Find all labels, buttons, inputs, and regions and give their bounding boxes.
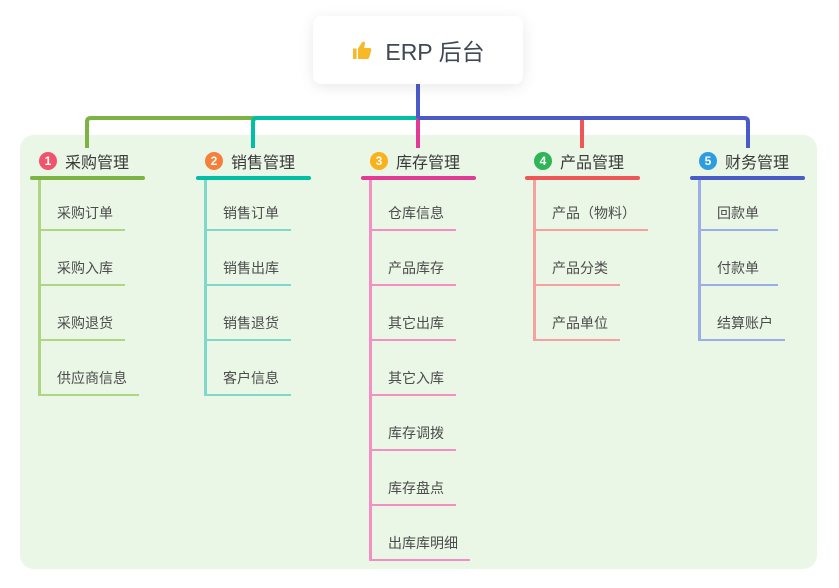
child-connector-line: [533, 180, 536, 341]
child-node[interactable]: 产品库存: [369, 257, 456, 286]
branch-title-label: 采购管理: [65, 155, 130, 172]
branch-underline: [196, 176, 311, 180]
child-node[interactable]: 客户信息: [204, 367, 291, 396]
child-node[interactable]: 出库库明细: [369, 532, 470, 561]
branch-number-badge: 3: [370, 152, 388, 170]
child-node[interactable]: 采购订单: [38, 202, 125, 231]
child-connector-line: [369, 180, 372, 561]
branch-number-badge: 2: [205, 152, 223, 170]
branch-title-label: 产品管理: [560, 155, 625, 172]
branch-underline: [361, 176, 476, 180]
child-node[interactable]: 仓库信息: [369, 202, 456, 231]
branch-number-badge: 1: [39, 152, 57, 170]
child-node[interactable]: 其它出库: [369, 312, 456, 341]
branch-underline: [690, 176, 805, 180]
branch-title-label: 库存管理: [396, 155, 461, 172]
root-node-erp-backend[interactable]: ERP 后台: [313, 16, 523, 84]
child-node[interactable]: 产品（物料）: [533, 202, 648, 231]
child-node[interactable]: 销售退货: [204, 312, 291, 341]
child-connector-line: [204, 180, 207, 396]
child-node[interactable]: 库存盘点: [369, 477, 456, 506]
child-node[interactable]: 产品单位: [533, 312, 620, 341]
child-node[interactable]: 回款单: [698, 202, 778, 231]
branches-background-panel: [20, 135, 817, 569]
child-node[interactable]: 结算账户: [698, 312, 785, 341]
child-node[interactable]: 采购入库: [38, 257, 125, 286]
child-node[interactable]: 供应商信息: [38, 367, 139, 396]
child-node[interactable]: 销售出库: [204, 257, 291, 286]
root-node-label: ERP 后台: [385, 39, 485, 65]
child-node[interactable]: 库存调拨: [369, 422, 456, 451]
branch-node-3[interactable]: 3 库存管理: [361, 148, 460, 174]
child-node[interactable]: 其它入库: [369, 367, 456, 396]
child-node[interactable]: 采购退货: [38, 312, 125, 341]
branch-underline: [525, 176, 640, 180]
branch-underline: [30, 176, 145, 180]
child-connector-line: [38, 180, 41, 396]
branch-title-label: 销售管理: [231, 155, 296, 172]
child-node[interactable]: 付款单: [698, 257, 778, 286]
branch-node-2[interactable]: 2 销售管理: [196, 148, 295, 174]
child-node[interactable]: 产品分类: [533, 257, 620, 286]
branch-number-badge: 5: [699, 152, 717, 170]
child-node[interactable]: 销售订单: [204, 202, 291, 231]
child-connector-line: [698, 180, 701, 341]
branch-node-1[interactable]: 1 采购管理: [30, 148, 129, 174]
branch-title-label: 财务管理: [725, 155, 790, 172]
thumbs-up-icon: [353, 41, 372, 59]
branch-node-5[interactable]: 5 财务管理: [690, 148, 789, 174]
branch-node-4[interactable]: 4 产品管理: [525, 148, 624, 174]
branch-number-badge: 4: [534, 152, 552, 170]
